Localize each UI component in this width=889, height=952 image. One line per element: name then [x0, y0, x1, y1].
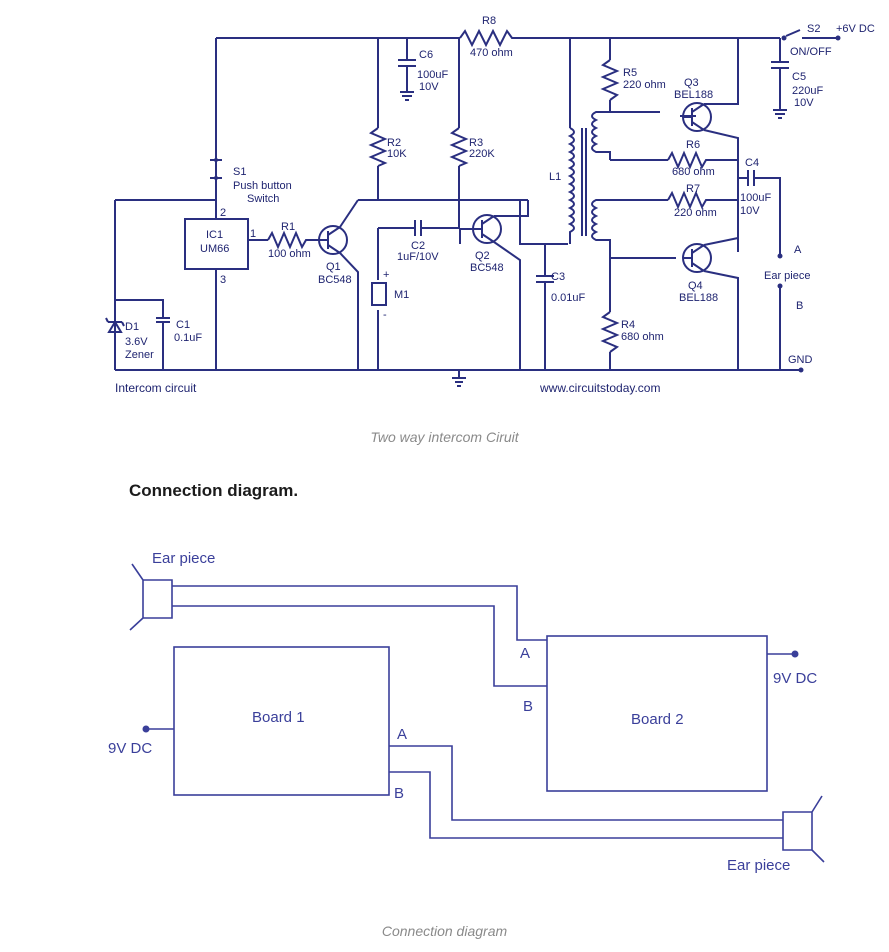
- ic1-value: UM66: [200, 243, 229, 255]
- power-right-label: 9V DC: [773, 670, 817, 687]
- q3-value: BEL188: [674, 89, 713, 101]
- earpiece-label: Ear piece: [764, 270, 810, 282]
- pin3-label: 3: [220, 274, 226, 286]
- r2-label: R2: [387, 137, 401, 149]
- q4-label: Q4: [688, 280, 703, 292]
- c3-value: 0.01uF: [551, 292, 586, 304]
- r2-value: 10K: [387, 148, 407, 160]
- c6-label: C6: [419, 49, 433, 61]
- resistor-r2: [368, 127, 388, 167]
- r8-value: 470 ohm: [470, 47, 513, 59]
- connection-diagram: Ear piece Board 1 Board 2 9V DC 9V DC A …: [108, 550, 825, 874]
- c1-value: 0.1uF: [174, 332, 202, 344]
- s2-label: S2: [807, 23, 820, 35]
- power-terminal-left: [142, 725, 150, 733]
- q4-value: BEL188: [679, 292, 718, 304]
- d1-value-2: Zener: [125, 349, 154, 361]
- resistor-r4: [600, 311, 620, 353]
- r3-label: R3: [469, 137, 483, 149]
- r1-label: R1: [281, 221, 295, 233]
- board-2-terminal-a: A: [520, 645, 530, 662]
- d1-value-1: 3.6V: [125, 336, 148, 348]
- board-1-terminal-b: B: [394, 785, 404, 802]
- c6-value-2: 10V: [419, 81, 439, 93]
- r5-label: R5: [623, 67, 637, 79]
- m1-minus: -: [383, 309, 387, 321]
- ic1-label: IC1: [206, 229, 223, 241]
- c5-value-1: 220uF: [792, 85, 823, 97]
- c6-value-1: 100uF: [417, 69, 448, 81]
- m1-label: M1: [394, 289, 409, 301]
- c2-value: 1uF/10V: [397, 251, 439, 263]
- r6-value: 680 ohm: [672, 166, 715, 178]
- resistor-r7: [667, 190, 738, 210]
- pin1-label: 1: [250, 228, 256, 240]
- board-2-label: Board 2: [631, 711, 684, 728]
- board-1: [173, 646, 390, 796]
- s1-label: S1: [233, 166, 246, 178]
- intercom-schematic: R8 470 ohm S2 +6V DC ON/OFF C6 100uF 10V…: [105, 15, 875, 395]
- c1-label: C1: [176, 319, 190, 331]
- l1-label: L1: [549, 171, 561, 183]
- inductor-l1: [567, 127, 575, 244]
- c4-value-1: 100uF: [740, 192, 771, 204]
- supply-label: +6V DC: [836, 23, 875, 35]
- schematic-caption: Two way intercom Ciruit: [370, 429, 519, 445]
- board-2: [546, 635, 768, 792]
- terminal-b-label: B: [796, 300, 803, 312]
- gnd-label: GND: [788, 354, 813, 366]
- power-left-label: 9V DC: [108, 740, 152, 757]
- q2-value: BC548: [470, 262, 504, 274]
- c4-label: C4: [745, 157, 759, 169]
- r3-value: 220K: [469, 148, 495, 160]
- r4-label: R4: [621, 319, 635, 331]
- s1-value-1: Push button: [233, 180, 292, 192]
- onoff-label: ON/OFF: [790, 46, 832, 58]
- s1-value-2: Switch: [247, 193, 279, 205]
- m1-plus: +: [383, 269, 389, 281]
- terminal-a-label: A: [794, 244, 802, 256]
- resistor-r8: [459, 28, 518, 48]
- c4-value-2: 10V: [740, 205, 760, 217]
- d1-label: D1: [125, 321, 139, 333]
- board-1-terminal-a: A: [397, 726, 407, 743]
- ear-piece-bottom-label: Ear piece: [727, 857, 790, 874]
- c5-value-2: 10V: [794, 97, 814, 109]
- r5-value: 220 ohm: [623, 79, 666, 91]
- r8-label: R8: [482, 15, 496, 27]
- board-1-label: Board 1: [252, 709, 305, 726]
- resistor-r1: [267, 230, 318, 250]
- power-terminal-right: [791, 650, 799, 658]
- supply-terminal: [835, 35, 841, 41]
- r6-label: R6: [686, 139, 700, 151]
- r7-value: 220 ohm: [674, 207, 717, 219]
- r7-label: R7: [686, 183, 700, 195]
- c3-label: C3: [551, 271, 565, 283]
- q1-label: Q1: [326, 261, 341, 273]
- zener-d1: [105, 300, 125, 370]
- ear-piece-top-icon: [129, 563, 173, 631]
- resistor-r3: [449, 127, 469, 167]
- resistor-r6: [667, 150, 738, 170]
- q1-value: BC548: [318, 274, 352, 286]
- r1-value: 100 ohm: [268, 248, 311, 260]
- resistor-r5: [600, 59, 620, 101]
- c2-label: C2: [411, 240, 425, 252]
- section-heading: Connection diagram.: [129, 481, 299, 500]
- r4-value: 680 ohm: [621, 331, 664, 343]
- connection-caption: Connection diagram: [381, 923, 508, 939]
- ear-piece-bottom-icon: [782, 795, 825, 863]
- footer-url-label: www.circuitstoday.com: [539, 381, 660, 395]
- ear-piece-top-label: Ear piece: [152, 550, 215, 567]
- q2-label: Q2: [475, 250, 490, 262]
- footer-left-label: Intercom circuit: [115, 381, 197, 395]
- pin2-label: 2: [220, 207, 226, 219]
- c5-label: C5: [792, 71, 806, 83]
- board-2-terminal-b: B: [523, 698, 533, 715]
- q3-label: Q3: [684, 77, 699, 89]
